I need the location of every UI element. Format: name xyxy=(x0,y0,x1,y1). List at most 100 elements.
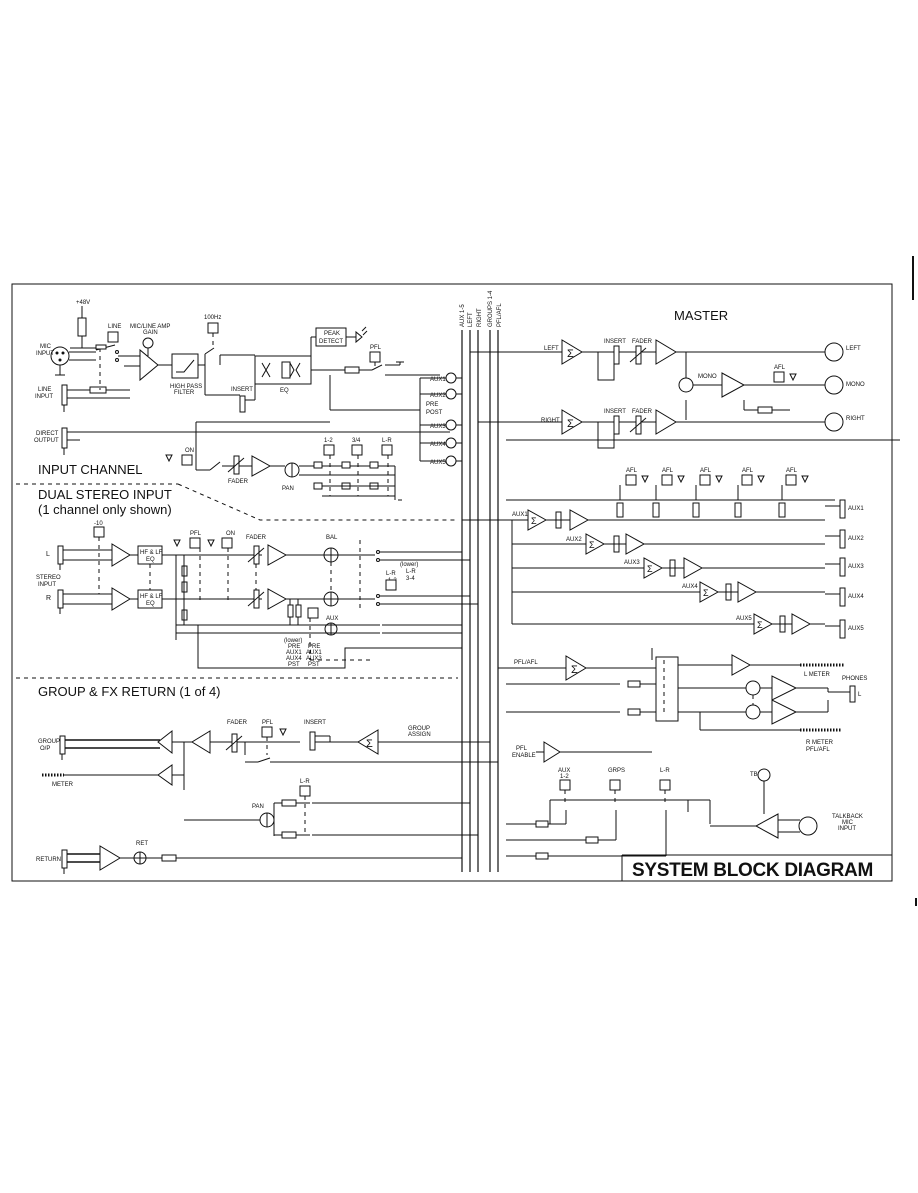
left-insert-jack xyxy=(613,345,620,365)
l-meter-label: L METER xyxy=(804,672,830,678)
direct-output-label-2: OUTPUT xyxy=(34,438,59,444)
afl-switch-aux4[interactable] xyxy=(741,474,753,486)
aux3-out-jack xyxy=(839,557,846,577)
line-input-label-2: INPUT xyxy=(35,394,53,400)
eq-block xyxy=(254,355,312,385)
mono-out-connector xyxy=(824,375,844,395)
tb-aux-switch[interactable] xyxy=(559,779,571,791)
svg-text:Σ: Σ xyxy=(571,664,578,676)
return-label: RETURN xyxy=(36,857,61,863)
mic-input-label-2: INPUT xyxy=(36,351,54,357)
hz-label: 100Hz xyxy=(204,315,221,321)
eq-label: EQ xyxy=(280,388,289,394)
svg-text:(lower): (lower) xyxy=(284,638,302,644)
tb-level-knob[interactable] xyxy=(757,768,771,782)
aux5-out-jack xyxy=(839,619,846,639)
afl-switch-aux3[interactable] xyxy=(699,474,711,486)
group-out-amp xyxy=(157,729,173,755)
stereo-route-switch[interactable] xyxy=(385,579,397,591)
fader-label: FADER xyxy=(228,479,249,485)
phones-jack xyxy=(849,685,856,703)
phones-level-r-knob[interactable] xyxy=(745,704,761,720)
minus10-label: -10 xyxy=(94,521,103,527)
right-out-amp xyxy=(655,409,677,435)
right-out-label: RIGHT xyxy=(846,416,865,422)
svg-text:L-R: L-R xyxy=(386,571,396,577)
mono-knob[interactable] xyxy=(678,377,694,393)
high-pass-filter xyxy=(171,353,199,379)
on-switch[interactable] xyxy=(181,454,193,466)
stereo-on-label: ON xyxy=(226,531,235,537)
route-lower-label: (lower) xyxy=(400,562,418,568)
afl-row: AFL AFL AFL AFL AFL xyxy=(625,468,809,486)
line-switch[interactable] xyxy=(107,331,119,343)
svg-text:AFL: AFL xyxy=(786,468,798,474)
svg-text:AUX3: AUX3 xyxy=(624,560,640,566)
stereo-pfl-led-icon xyxy=(173,539,181,548)
group-op-label-2: O/P xyxy=(40,746,50,752)
svg-text:AUX3: AUX3 xyxy=(306,656,322,662)
meter-amp xyxy=(157,764,173,786)
phones-level-l-knob[interactable] xyxy=(745,680,761,696)
right-insert-jack xyxy=(613,415,620,435)
svg-text:PST: PST xyxy=(308,662,320,668)
tb-grps-switch[interactable] xyxy=(609,779,621,791)
aux2-send-label: AUX2 xyxy=(430,393,446,399)
mono-label: MONO xyxy=(698,374,717,380)
group-op-label-1: GROUP xyxy=(38,739,60,745)
stereo-aux-select[interactable] xyxy=(307,607,319,619)
afl-switch-aux5[interactable] xyxy=(785,474,797,486)
route-switch-12[interactable] xyxy=(323,444,335,456)
route-label-12: 1-2 xyxy=(324,438,333,444)
group-lr-label: L-R xyxy=(300,779,310,785)
mono-afl-switch[interactable] xyxy=(773,371,785,383)
svg-text:AUX3: AUX3 xyxy=(848,564,864,570)
stereo-aux-label: AUX xyxy=(326,616,338,622)
group-pan-label: PAN xyxy=(252,804,264,810)
tb-lr-switch[interactable] xyxy=(659,779,671,791)
route-switch-34[interactable] xyxy=(351,444,363,456)
stereo-post-amp-r xyxy=(267,588,288,610)
aux4-send-label: AUX4 xyxy=(430,442,446,448)
stereo-on-switch[interactable] xyxy=(221,537,233,549)
afl-switch-aux1[interactable] xyxy=(625,474,637,486)
aux1-out-jack xyxy=(839,499,846,519)
stereo-pfl-switch[interactable] xyxy=(189,537,201,549)
l-meter-amp xyxy=(731,654,752,676)
svg-text:L-R: L-R xyxy=(406,569,416,575)
aux-masters: AUX1 AUX2 AUX3 AUX4 AUX5 Σ Σ Σ Σ Σ xyxy=(462,499,864,639)
aux4-out-jack xyxy=(839,587,846,607)
minus10-switch[interactable] xyxy=(93,526,105,538)
group-pfl-led-icon xyxy=(279,728,287,737)
ret-label: RET xyxy=(136,841,148,847)
svg-text:AUX5: AUX5 xyxy=(736,616,752,622)
bus-label-right: RIGHT xyxy=(477,308,483,327)
tb-label: TB xyxy=(750,772,758,778)
dual-stereo-subtitle: (1 channel only shown) xyxy=(38,502,172,517)
svg-text:Σ: Σ xyxy=(531,516,537,526)
on-led-icon xyxy=(165,454,173,463)
tb-mic-label-1: TALKBACK xyxy=(832,814,863,820)
r-meter-label: R METER xyxy=(806,740,834,746)
stereo-post-amp-l xyxy=(267,544,288,566)
group-lr-switch[interactable] xyxy=(299,785,311,797)
hpf-label-1: HIGH PASS xyxy=(170,384,202,390)
svg-text:AFL: AFL xyxy=(662,468,674,474)
gain-knob[interactable] xyxy=(142,337,154,349)
svg-text:EQ: EQ xyxy=(146,601,155,607)
diagram-title: SYSTEM BLOCK DIAGRAM xyxy=(632,860,873,881)
routing-matrix xyxy=(313,455,402,501)
direct-output-jack xyxy=(61,427,68,449)
meter-label: METER xyxy=(52,782,74,788)
group-pfl-switch[interactable] xyxy=(261,726,273,738)
svg-text:PRE: PRE xyxy=(288,644,300,650)
route-switch-lr[interactable] xyxy=(381,444,393,456)
left-fader-label: FADER xyxy=(632,339,653,345)
svg-text:AFL: AFL xyxy=(626,468,638,474)
pfl-switch[interactable] xyxy=(369,351,381,363)
hz-switch[interactable] xyxy=(207,322,219,334)
stereo-pfl-label: PFL xyxy=(190,531,202,537)
afl-switch-aux2[interactable] xyxy=(661,474,673,486)
phones-l-amp xyxy=(771,675,798,701)
